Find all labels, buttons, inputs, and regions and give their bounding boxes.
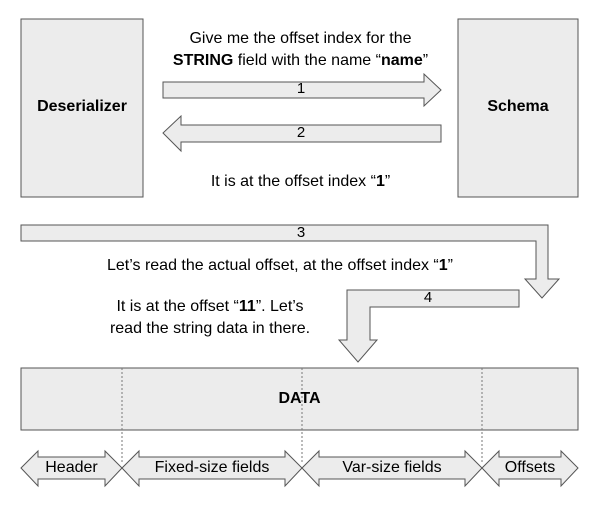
arrow-2 bbox=[162, 114, 442, 153]
segment-arrow-offsets bbox=[481, 449, 579, 488]
read-data-line-1: It is at the offset “11”. Let’s bbox=[90, 296, 330, 318]
request-line-1: Give me the offset index for the bbox=[189, 30, 412, 47]
segment-offsets: Offsets bbox=[504, 459, 556, 476]
arrow-4 bbox=[337, 289, 520, 363]
deserializer-box bbox=[20, 18, 144, 198]
read-offset-prefix: Let’s read the actual offset, at the off… bbox=[106, 257, 439, 274]
deserializer-label: Deserializer bbox=[37, 98, 127, 115]
field-name: name bbox=[380, 52, 423, 70]
read-data-prefix: It is at the offset “ bbox=[116, 298, 239, 315]
reply-suffix: ” bbox=[384, 173, 391, 190]
arrow-4-number: 4 bbox=[423, 289, 433, 306]
schema-box bbox=[457, 18, 579, 198]
read-offset-suffix: ” bbox=[447, 257, 453, 274]
reply-index: 1 bbox=[375, 173, 385, 190]
read-data-line-2: read the string data in there. bbox=[109, 320, 311, 338]
schema-label: Schema bbox=[487, 98, 549, 115]
data-block bbox=[20, 367, 579, 431]
data-label: DATA bbox=[278, 390, 321, 407]
arrow-1 bbox=[162, 72, 442, 108]
request-end: ” bbox=[422, 52, 429, 70]
segment-header: Header bbox=[45, 459, 98, 476]
request-mid: field with the name “ bbox=[233, 52, 381, 70]
arrow-3 bbox=[20, 224, 561, 299]
reply-text: It is at the offset index “1” bbox=[143, 171, 458, 193]
segment-fixed-size: Fixed-size fields bbox=[154, 459, 270, 476]
read-offset-index: 1 bbox=[438, 257, 448, 274]
read-offset-text: Let’s read the actual offset, at the off… bbox=[40, 255, 520, 277]
request-line-2: STRING field with the name “name” bbox=[143, 50, 458, 72]
string-type: STRING bbox=[172, 52, 234, 70]
arrow-3-number: 3 bbox=[296, 224, 306, 241]
reply-prefix: It is at the offset index “ bbox=[210, 173, 376, 190]
segment-var-size: Var-size fields bbox=[342, 459, 442, 476]
arrow-2-number: 2 bbox=[296, 124, 306, 141]
read-data-suffix: ”. Let’s bbox=[255, 298, 304, 315]
read-data-text: It is at the offset “11”. Let’s read the… bbox=[90, 296, 330, 341]
request-text: Give me the offset index for the STRING … bbox=[143, 28, 458, 73]
arrow-1-number: 1 bbox=[296, 80, 306, 97]
read-data-offset: 11 bbox=[238, 298, 256, 315]
